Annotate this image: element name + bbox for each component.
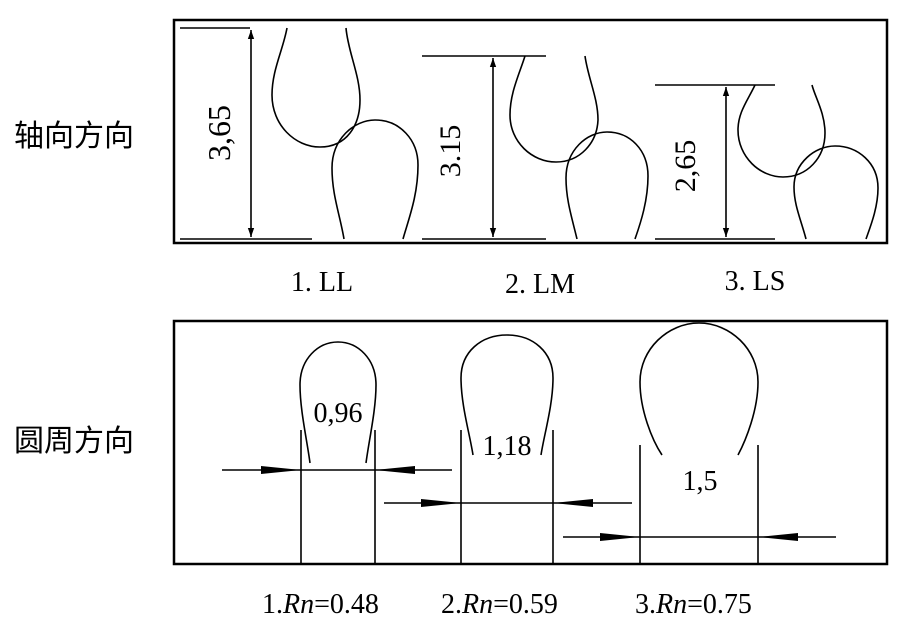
row-label-axial: 轴向方向 [14, 119, 134, 154]
axial-dimension-lm: 3.15 [434, 125, 467, 178]
axial-caption-lm: 2. LM [505, 269, 575, 300]
circ-loop-3 [563, 322, 836, 563]
circ-caption-3: 3.Rn=0.75 [635, 589, 752, 620]
circumferential-panel-frame [172, 319, 889, 566]
axial-caption-ll: 1. LL [291, 267, 353, 298]
axial-dimension-ll: 3,65 [201, 105, 237, 161]
row-label-circumferential: 圆周方向 [14, 424, 134, 459]
axial-dimension-ls: 2,65 [669, 140, 702, 193]
axial-panel-frame [172, 18, 889, 245]
axial-caption-ls: 3. LS [725, 266, 786, 297]
circ-caption-2: 2.Rn=0.59 [441, 589, 558, 620]
circ-dimension-1: 0,96 [314, 398, 363, 429]
circ-loop-1 [222, 341, 452, 563]
axial-loop-ll [180, 27, 419, 240]
circ-dimension-2: 1,18 [483, 431, 532, 462]
circ-caption-1: 1.Rn=0.48 [262, 589, 379, 620]
axial-loop-ls [655, 84, 879, 240]
axial-loop-lm [422, 55, 649, 240]
circ-loop-2 [384, 334, 632, 563]
circ-dimension-3: 1,5 [683, 466, 718, 497]
